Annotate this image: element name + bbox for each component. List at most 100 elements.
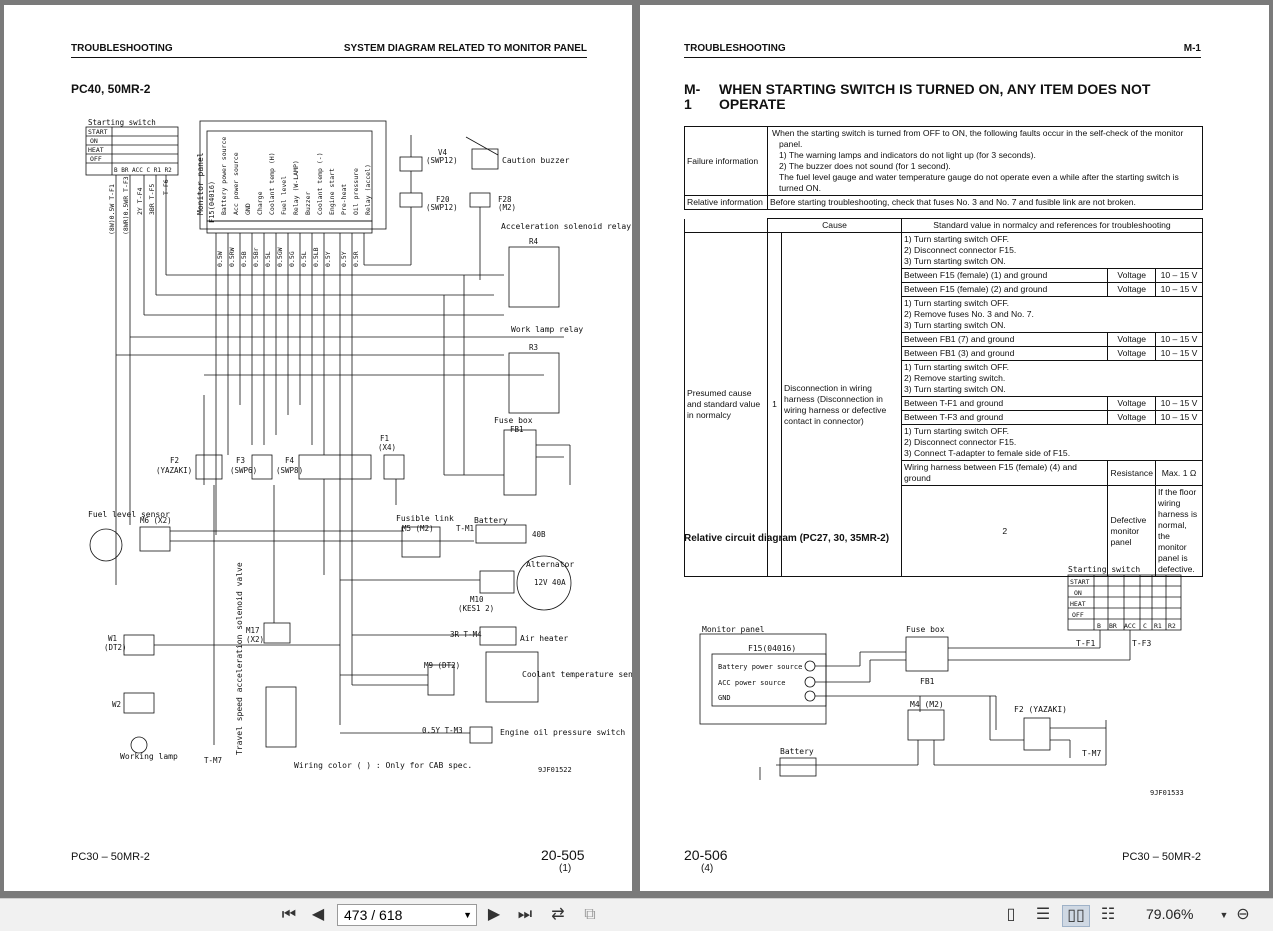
footer-model: PC30 – 50MR-2: [71, 851, 150, 863]
svg-text:GND: GND: [244, 203, 252, 215]
diag-fuel-sensor: Fuel level sensor: [88, 510, 170, 519]
rdiag-gnd: GND: [718, 694, 731, 702]
rdiag-col-b: B: [1097, 622, 1101, 630]
diag-start: START: [88, 128, 108, 136]
check-type: Voltage: [1107, 282, 1156, 297]
diag-alt-spec: 12V 40A: [534, 578, 566, 587]
diag-battery: Battery: [474, 516, 508, 525]
rdiag-on: ON: [1074, 589, 1082, 597]
svg-text:3BR T-F5: 3BR T-F5: [148, 184, 156, 215]
diag-f15: F15(04016): [208, 181, 216, 223]
diag-r4: R4: [529, 237, 539, 246]
page-header-right: M-1: [1183, 43, 1201, 54]
diag-wire-labels: 0.5W 0.5RW 0.5B 0.5Br 0.5L 0.5GW 0.5G 0.…: [108, 176, 360, 267]
steps-4: 1) Turn starting switch OFF.2) Disconnec…: [901, 424, 1203, 461]
failure-info: When the starting switch is turned from …: [767, 126, 1203, 196]
fit-icon[interactable]: ⧉: [584, 906, 596, 923]
cause-2-std: If the floor wiring harness is normal, t…: [1155, 485, 1203, 577]
svg-text:Pre-heat: Pre-heat: [340, 184, 348, 215]
svg-text:Coolant temp (-): Coolant temp (-): [316, 152, 324, 215]
diag-f4b: (SWP8): [276, 466, 303, 475]
zoom-level[interactable]: 79.06%: [1146, 906, 1194, 922]
header-rule: [71, 57, 587, 58]
diag-m5: M5 (M2): [402, 524, 434, 533]
rdiag-starting-switch: Starting switch: [1068, 565, 1140, 574]
diag-wiring-note: Wiring color ( ) : Only for CAB spec.: [294, 761, 472, 770]
model-title: PC40, 50MR-2: [71, 82, 151, 96]
zoom-dropdown-icon[interactable]: ▼: [1219, 910, 1229, 920]
diag-f1: F1: [380, 434, 389, 443]
two-page-scroll-icon[interactable]: ☷: [1100, 906, 1116, 923]
diag-pin-labels: Battery power source Acc power source GN…: [220, 137, 372, 215]
check-item: Between FB1 (7) and ground: [900, 332, 1109, 347]
diag-m17: M17: [246, 626, 260, 635]
rdiag-acc: ACC power source: [718, 679, 785, 687]
svg-text:Battery power source: Battery power source: [220, 137, 228, 215]
diag-r3: R3: [529, 343, 538, 352]
page-revision: (4): [701, 863, 714, 874]
diag-switch-cols: B BR ACC C R1 R2: [114, 167, 172, 174]
single-page-icon[interactable]: ▯: [1006, 906, 1016, 923]
page-number-input[interactable]: 473 / 618 ▼: [337, 904, 477, 926]
diag-m6: M6 (X2): [140, 516, 172, 525]
failure-info-table: Failure information When the starting sw…: [684, 126, 1203, 210]
wiring-diagram-pc40: Starting switch START ON HEAT OFF B BR A…: [85, 118, 632, 774]
diag-tm4: 3R T-M4: [450, 630, 482, 639]
cause-header: Cause: [767, 218, 902, 233]
check-item: Between F15 (female) (1) and ground: [900, 268, 1109, 283]
diag-v4b: (SWP12): [426, 156, 458, 165]
diag-coolant-sensor: Coolant temperature sensor: [522, 670, 632, 679]
page-number: 20-506: [684, 847, 728, 863]
cause-1-text: Disconnection in wiring harness (Disconn…: [781, 232, 902, 577]
rdiag-bps: Battery power source: [718, 663, 802, 671]
diag-v4: V4: [438, 148, 448, 157]
cause-2-text: Defective monitor panel: [1107, 485, 1156, 577]
prev-page-icon[interactable]: ◀: [311, 906, 325, 923]
next-page-icon[interactable]: ▶: [487, 906, 501, 923]
svg-text:Relay (accel): Relay (accel): [364, 164, 372, 215]
rdiag-fb1: FB1: [920, 677, 935, 686]
svg-text:0.5Y: 0.5Y: [324, 251, 332, 267]
viewer-toolbar: ⏮ ◀ 473 / 618 ▼ ▶ ⏭ ⇄ ⧉ ▯ ☰ ▯▯ ☷ 79.06% …: [0, 898, 1273, 931]
relative-circuit-diagram: Starting switch START ON HEAT OFF B BR A…: [699, 565, 1184, 797]
diag-working-lamp: Working lamp: [120, 752, 178, 761]
diag-40b: 40B: [532, 530, 546, 539]
page-field-value: 473 / 618: [344, 907, 403, 923]
diag-code: 9JF01522: [538, 766, 572, 774]
header-rule: [684, 57, 1201, 58]
relative-label: Relative information: [684, 195, 768, 210]
check-value: 10 – 15 V: [1155, 346, 1203, 361]
zoom-out-icon[interactable]: ⊖: [1236, 906, 1250, 923]
rdiag-col-r2: R2: [1168, 622, 1176, 630]
rdiag-m4: M4 (M2): [910, 700, 944, 709]
diag-heat: HEAT: [88, 146, 104, 154]
rdiag-off: OFF: [1072, 611, 1084, 619]
diag-f20b: (SWP12): [426, 203, 458, 212]
check-item: Between FB1 (3) and ground: [900, 346, 1109, 361]
chevron-down-icon[interactable]: ▼: [463, 910, 472, 920]
svg-text:T-F6: T-F6: [162, 179, 170, 195]
cause-table: Cause Standard value in normalcy and ref…: [684, 218, 1203, 577]
diag-m10: M10: [470, 595, 484, 604]
first-page-icon[interactable]: ⏮: [281, 906, 297, 923]
relative-diagram-title: Relative circuit diagram (PC27, 30, 35MR…: [684, 533, 890, 544]
steps-1: 1) Turn starting switch OFF.2) Disconnec…: [901, 232, 1203, 269]
diag-f1b: (X4): [378, 443, 396, 452]
cause-2-num: 2: [900, 485, 1109, 577]
two-page-icon[interactable]: ▯▯: [1062, 905, 1090, 927]
check-item: Between F15 (female) (2) and ground: [900, 282, 1109, 297]
diag-on: ON: [90, 137, 98, 145]
relative-info: Before starting troubleshooting, check t…: [767, 195, 1203, 210]
svg-text:0.5LB: 0.5LB: [312, 247, 320, 267]
rotate-icon[interactable]: ⇄: [551, 906, 565, 923]
rdiag-heat: HEAT: [1070, 600, 1086, 608]
page-revision: (1): [559, 863, 572, 874]
check-type: Voltage: [1107, 332, 1156, 347]
diag-air-heater: Air heater: [520, 634, 568, 643]
diag-tm1: T-M1: [456, 524, 474, 533]
svg-text:Coolant temp (H): Coolant temp (H): [268, 152, 276, 215]
continuous-icon[interactable]: ☰: [1035, 906, 1051, 923]
cause-1-num: 1: [767, 232, 782, 577]
svg-text:0.5Y: 0.5Y: [340, 251, 348, 267]
last-page-icon[interactable]: ⏭: [517, 906, 533, 923]
